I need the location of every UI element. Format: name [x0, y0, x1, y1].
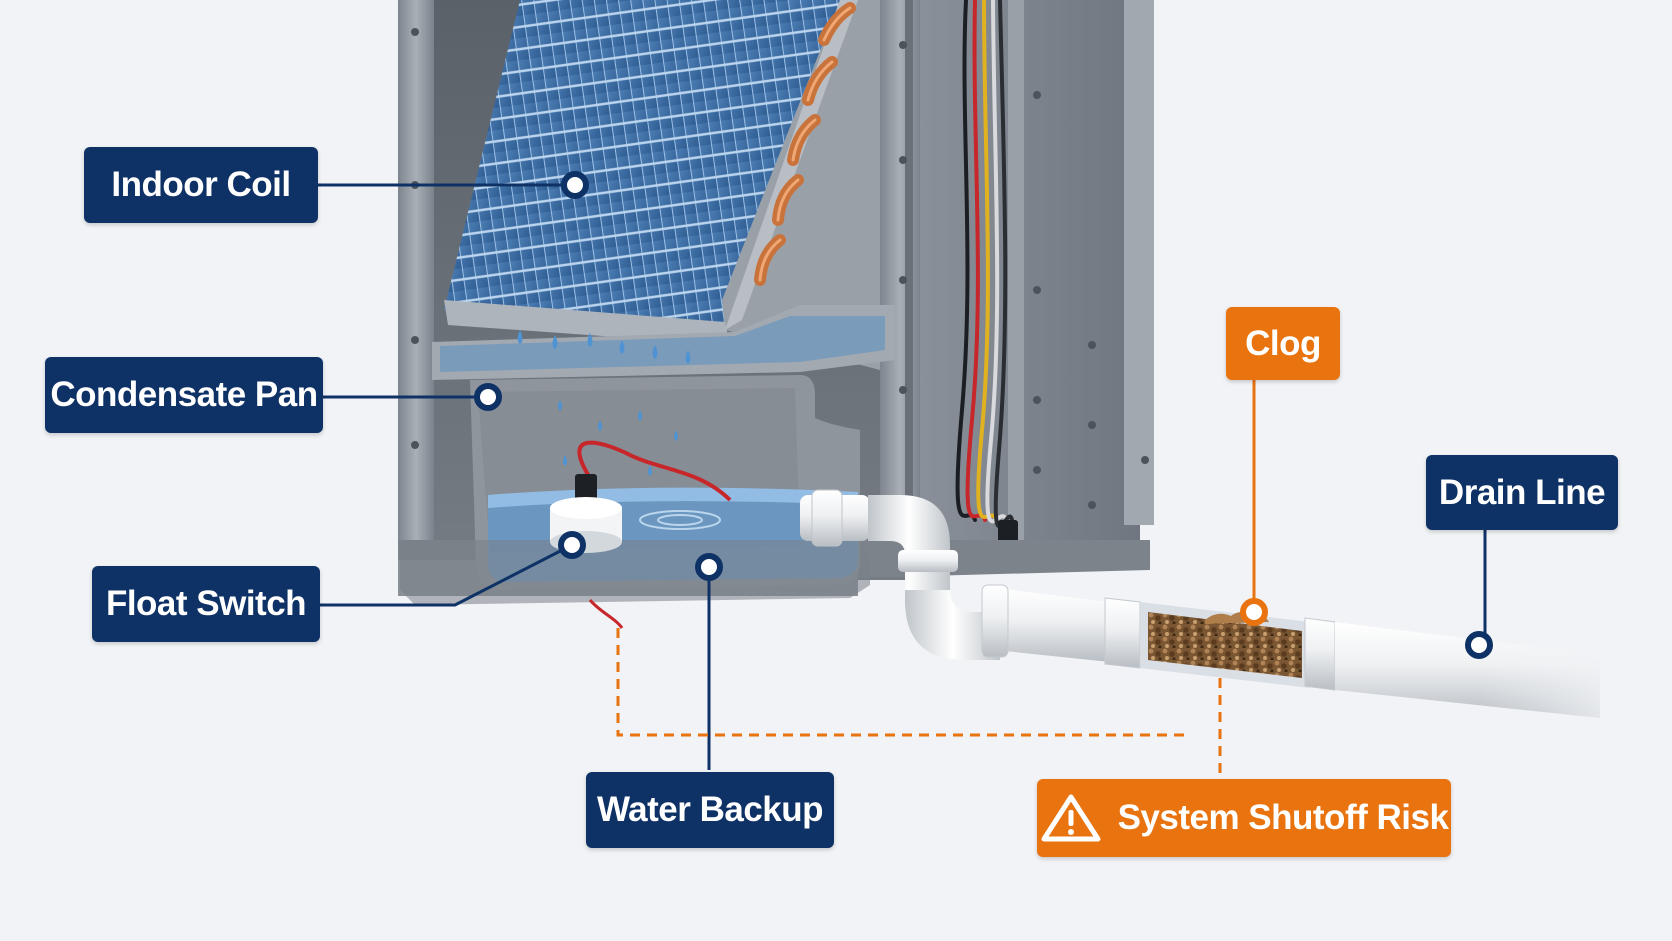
drain-pipe — [800, 489, 1640, 725]
label-clog: Clog — [1226, 307, 1340, 380]
condensate-pan-body — [400, 305, 895, 605]
callout-leaders — [318, 183, 1487, 775]
condensate-droplets — [517, 330, 691, 476]
label-indoor-coil: Indoor Coil — [84, 147, 318, 223]
label-system-shutoff-risk: System Shutoff Risk — [1037, 779, 1451, 857]
label-indoor-coil-text: Indoor Coil — [111, 165, 291, 204]
label-clog-text: Clog — [1245, 323, 1321, 363]
label-water-backup-text: Water Backup — [596, 790, 824, 829]
label-condensate-pan-text: Condensate Pan — [50, 375, 318, 414]
label-system-shutoff-risk-text: System Shutoff Risk — [1117, 798, 1449, 837]
label-condensate-pan: Condensate Pan — [45, 357, 323, 433]
label-float-switch: Float Switch — [92, 566, 320, 642]
label-drain-line: Drain Line — [1426, 455, 1618, 530]
callout-dots — [474, 171, 1493, 659]
label-drain-line-text: Drain Line — [1438, 472, 1606, 512]
float-switch-device — [550, 440, 732, 629]
warning-triangle-icon — [1041, 794, 1101, 842]
indoor-coil-assembly — [444, 0, 880, 370]
label-water-backup: Water Backup — [586, 772, 834, 848]
label-float-switch-text: Float Switch — [105, 584, 307, 623]
